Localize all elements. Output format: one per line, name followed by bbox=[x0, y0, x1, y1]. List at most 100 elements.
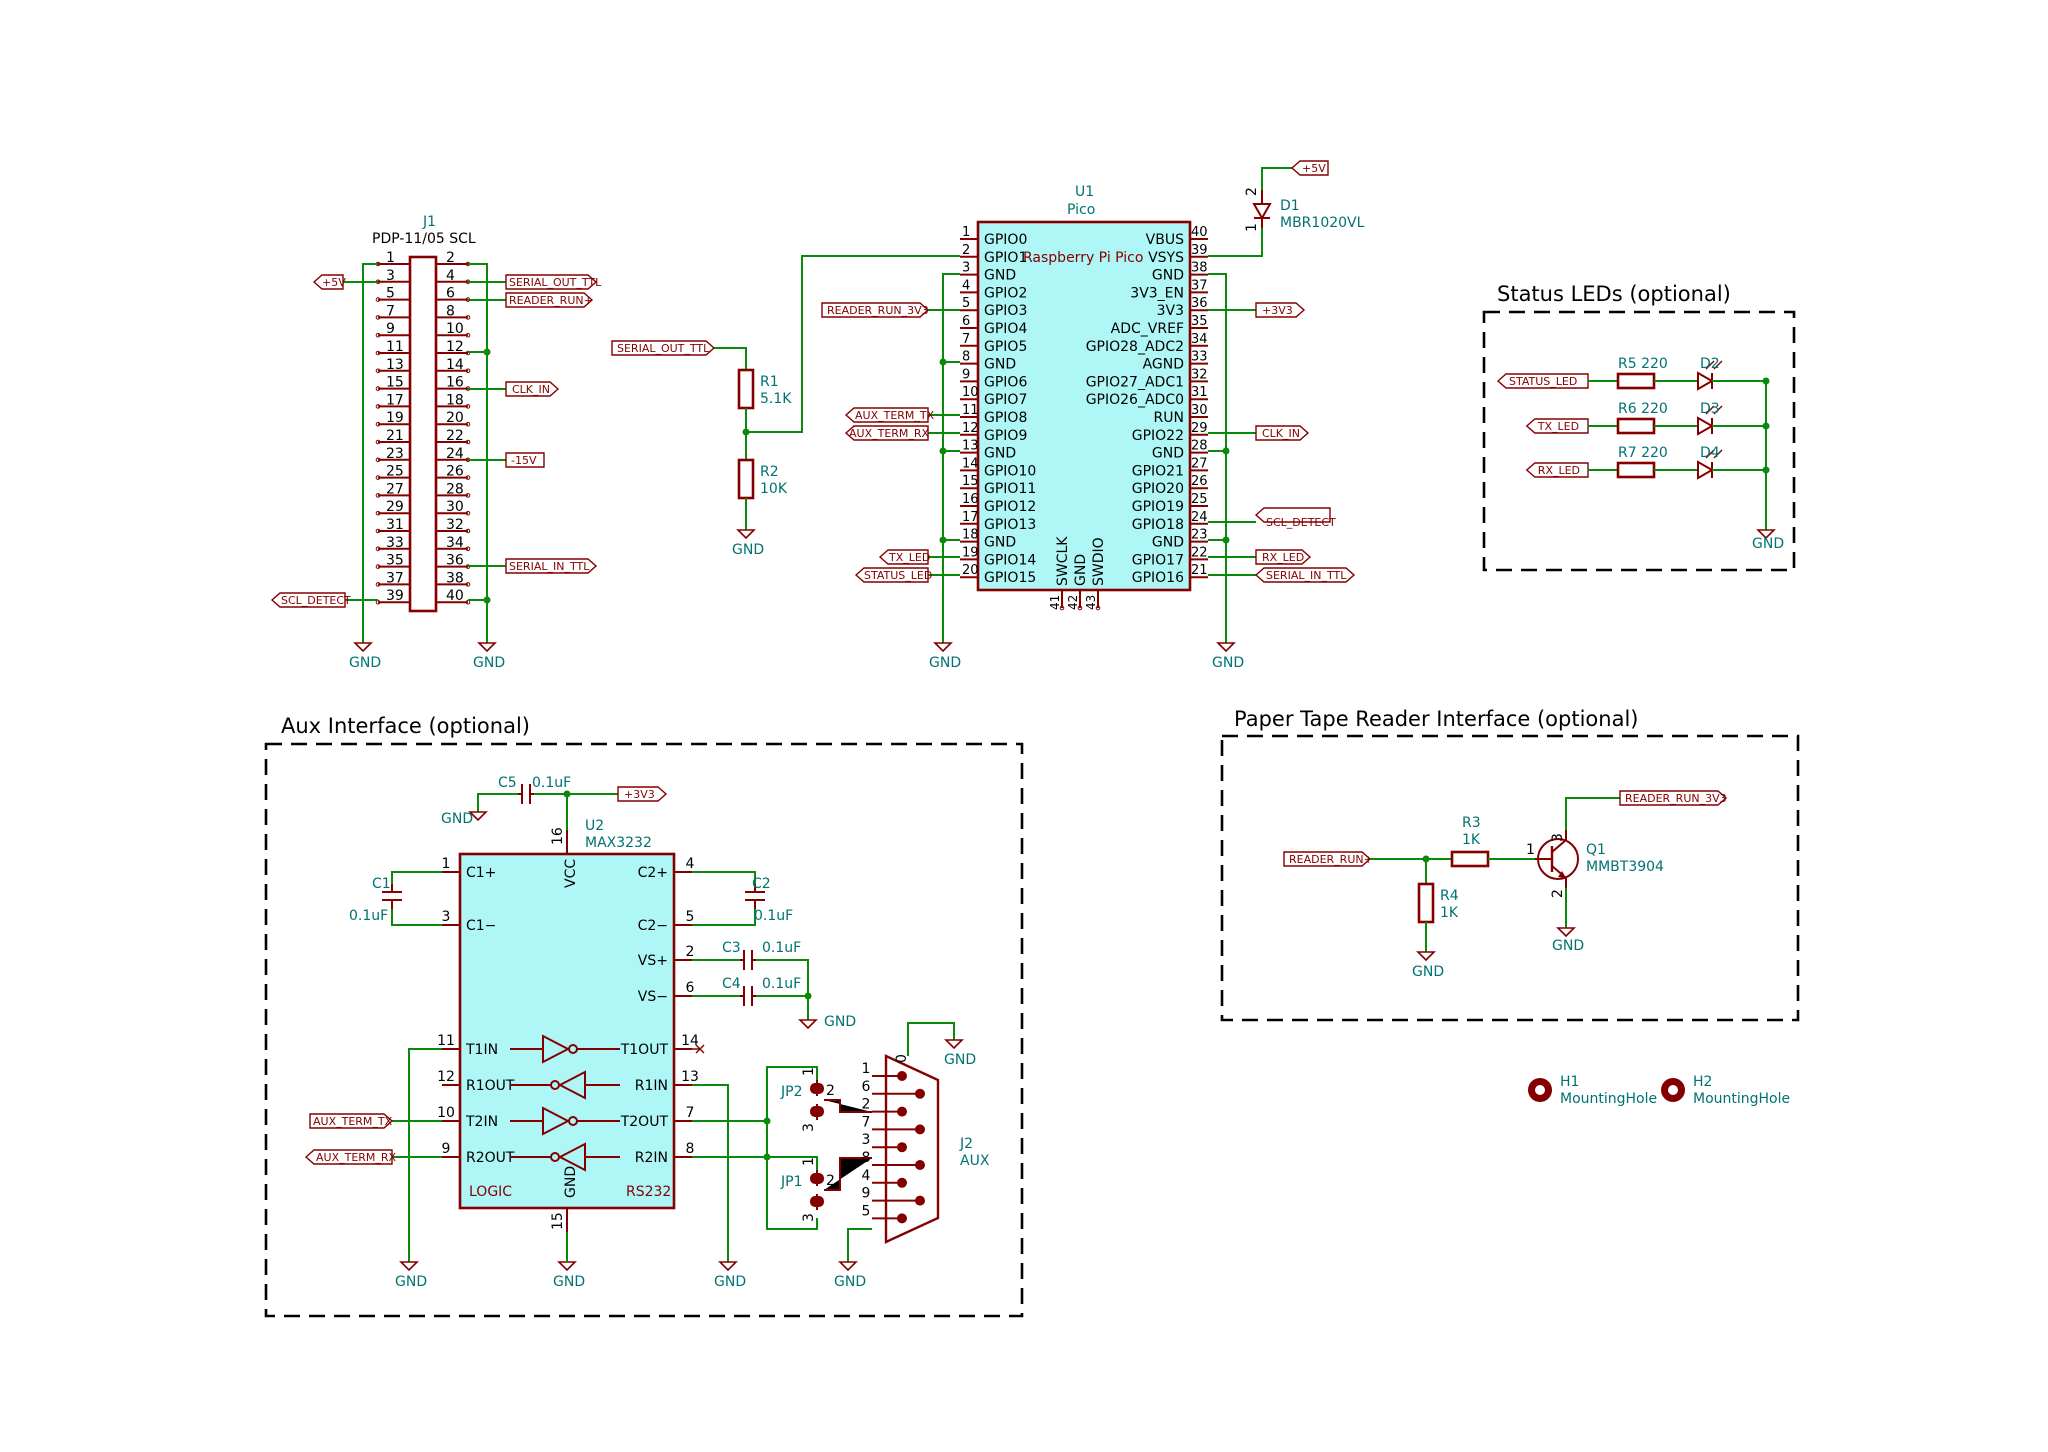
u1-pin-name: GND bbox=[984, 535, 1016, 551]
u1-pin-number: 42 bbox=[1066, 595, 1080, 610]
u2-pin-number: 13 bbox=[681, 1069, 699, 1085]
label-reader-run-j1: READER_RUN+ bbox=[505, 292, 594, 308]
c3-ref: C3 bbox=[722, 940, 741, 956]
svg-text:READER_RUN+: READER_RUN+ bbox=[509, 294, 593, 307]
u2-pin-name: C2+ bbox=[638, 865, 668, 881]
led-diode bbox=[1697, 371, 1715, 391]
svg-text:AUX_TERM_TX: AUX_TERM_TX bbox=[855, 409, 935, 422]
u2-pin-name: C1+ bbox=[466, 865, 496, 881]
j2-pin-number: 8 bbox=[862, 1150, 871, 1166]
svg-text:GND: GND bbox=[441, 811, 473, 827]
j1-pin-number: 26 bbox=[446, 464, 464, 480]
j1-pin-number: 18 bbox=[446, 392, 464, 408]
svg-text:+3V3: +3V3 bbox=[1262, 304, 1293, 317]
j1-pin-number: 40 bbox=[446, 588, 464, 604]
led-ref: D2 bbox=[1700, 356, 1720, 372]
status-leds-frame bbox=[1482, 310, 1796, 572]
led-label: STATUS_LED bbox=[1509, 375, 1577, 388]
svg-text:GND: GND bbox=[473, 655, 505, 671]
j1-pin-number: 1 bbox=[386, 250, 395, 266]
j1-pin-number: 6 bbox=[446, 286, 455, 302]
u1-inner-label: Raspberry Pi Pico bbox=[1023, 250, 1143, 266]
j2-pin-number: 2 bbox=[862, 1097, 871, 1113]
u1-pin-number: 7 bbox=[962, 332, 970, 347]
svg-text:JP2: JP2 bbox=[780, 1084, 802, 1100]
j1-pin-number: 21 bbox=[386, 428, 404, 444]
u1-pin-name: GPIO17 bbox=[1132, 552, 1184, 568]
u1-pin-number: 30 bbox=[1191, 403, 1208, 418]
u1-pin-name: GPIO6 bbox=[984, 374, 1027, 390]
j1-pin-number: 36 bbox=[446, 553, 464, 569]
jumper-jp2: JP2 1 2 3 bbox=[763, 1066, 872, 1230]
u1-pin-name: AGND bbox=[1143, 357, 1184, 373]
mounting-hole-h2: H2 MountingHole bbox=[1661, 1074, 1790, 1107]
j2-pin-contact bbox=[897, 1106, 907, 1117]
svg-text:2: 2 bbox=[1550, 889, 1566, 898]
c1-ref: C1 bbox=[372, 876, 391, 892]
u2-pin-number: 11 bbox=[437, 1033, 455, 1049]
j2-pin-contact bbox=[897, 1071, 907, 1081]
u1-pin-name: GPIO5 bbox=[984, 339, 1027, 355]
svg-text:SERIAL_IN_TTL: SERIAL_IN_TTL bbox=[509, 560, 590, 573]
svg-text:H2: H2 bbox=[1693, 1074, 1712, 1090]
j1-pin-number: 33 bbox=[386, 535, 404, 551]
u1-pin-number: 1 bbox=[962, 225, 970, 240]
u1-pin-name: GPIO8 bbox=[984, 410, 1027, 426]
svg-text:J2: J2 bbox=[959, 1136, 973, 1152]
r2-value: 10K bbox=[760, 481, 788, 497]
j1-pin-number: 32 bbox=[446, 517, 464, 533]
gnd-symbol-t1in: GND bbox=[395, 1261, 427, 1290]
u1-pin-name: GPIO4 bbox=[984, 321, 1027, 337]
r1-ref: R1 bbox=[760, 374, 779, 390]
u2-pin-name: VS+ bbox=[638, 953, 668, 969]
u1-pin-number: 18 bbox=[962, 528, 979, 543]
u1-pin-number: 12 bbox=[962, 421, 979, 436]
j1-pin-number: 27 bbox=[386, 481, 404, 497]
svg-text:2: 2 bbox=[1244, 187, 1260, 196]
u1-pin-name: 3V3_EN bbox=[1130, 285, 1184, 301]
u1-pin-name: GPIO3 bbox=[984, 303, 1027, 319]
j1-pin-number: 4 bbox=[446, 268, 455, 284]
svg-text:GND: GND bbox=[1212, 655, 1244, 671]
u1-pin-number: 2 bbox=[962, 243, 970, 258]
svg-text:Q1: Q1 bbox=[1586, 842, 1606, 858]
label-minus15v-j1: -15V bbox=[505, 452, 545, 468]
label-aux-term-tx-aux: AUX_TERM_TX bbox=[309, 1113, 394, 1129]
label-serial-out-j1: SERIAL_OUT_TTL bbox=[505, 274, 602, 290]
u2-pin-name: R2IN bbox=[635, 1150, 668, 1166]
u2-pin-number: 14 bbox=[681, 1033, 699, 1049]
j1-value: PDP-11/05 SCL bbox=[372, 231, 476, 247]
gnd-symbol-c4: GND bbox=[798, 1014, 856, 1030]
svg-text:GND: GND bbox=[834, 1274, 866, 1290]
svg-text:GND: GND bbox=[929, 655, 961, 671]
u1-pin-name: GND bbox=[984, 268, 1016, 284]
gnd-symbol-u1-b: GND bbox=[1212, 642, 1244, 671]
label-aux-term-tx-u1: AUX_TERM_TX bbox=[844, 407, 935, 423]
u1-pin-name: VSYS bbox=[1148, 250, 1184, 266]
gnd-symbol-r4: GND bbox=[1412, 951, 1444, 980]
svg-text:READER_RUN_3V3: READER_RUN_3V3 bbox=[1625, 792, 1727, 805]
label-status-led-u1: STATUS_LED bbox=[854, 567, 932, 583]
led-diode bbox=[1697, 416, 1715, 436]
svg-text:MMBT3904: MMBT3904 bbox=[1586, 859, 1664, 875]
j2-pin-contact bbox=[915, 1195, 925, 1206]
j1-pin-number: 24 bbox=[446, 446, 464, 462]
j1-pin-number: 37 bbox=[386, 570, 404, 586]
u1-body bbox=[976, 220, 1192, 592]
u1-pin-name: SWDIO bbox=[1091, 537, 1107, 586]
u1-pin-number: 13 bbox=[962, 439, 979, 454]
u2-pin-number: 5 bbox=[686, 909, 695, 925]
u1-pin-number: 16 bbox=[962, 492, 979, 507]
c2-ref: C2 bbox=[752, 876, 771, 892]
svg-text:GND: GND bbox=[395, 1274, 427, 1290]
j2-pin-contact bbox=[915, 1160, 925, 1170]
u1-pin-name: GND bbox=[1152, 535, 1184, 551]
led-label: TX_LED bbox=[1537, 420, 1579, 433]
u1-pin-number: 4 bbox=[962, 278, 970, 293]
j1-pin-number: 23 bbox=[386, 446, 404, 462]
u1-pin-number: 27 bbox=[1191, 456, 1208, 471]
j1-pin-number: 12 bbox=[446, 339, 464, 355]
